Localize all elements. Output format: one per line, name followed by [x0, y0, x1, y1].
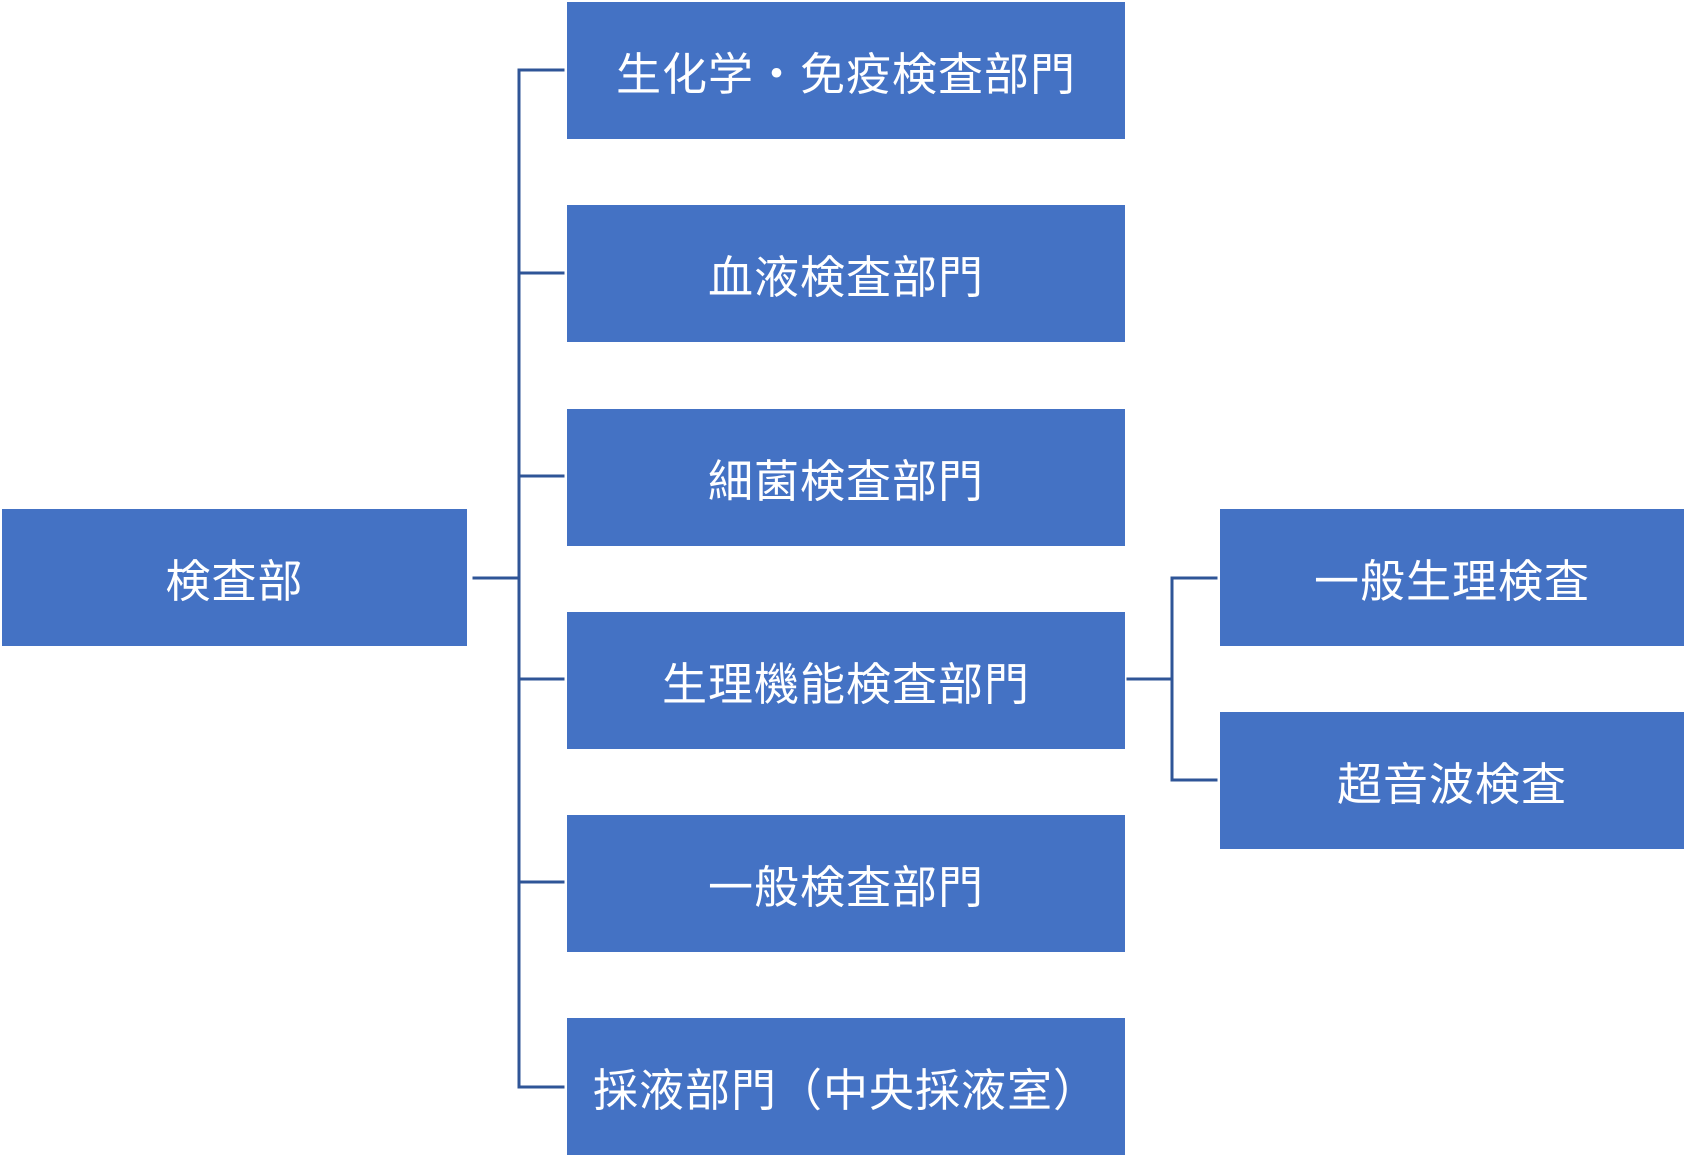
- dept-label: 生理機能検査部門: [661, 658, 1030, 711]
- root-label: 検査部: [165, 555, 304, 608]
- sub-label: 超音波検査: [1336, 758, 1567, 811]
- sub-label: 一般生理検査: [1313, 555, 1590, 608]
- sub-node-general-physiology: 一般生理検査: [1220, 509, 1684, 646]
- dept-node-bacteriology: 細菌検査部門: [567, 409, 1125, 546]
- dept-node-blood-collection: 採液部門（中央採液室）: [567, 1018, 1125, 1155]
- dept-node-general: 一般検査部門: [567, 815, 1125, 952]
- root-node-kensabu: 検査部: [2, 509, 467, 646]
- dept-label: 一般検査部門: [707, 861, 984, 914]
- dept-node-biochem-immunology: 生化学・免疫検査部門: [567, 2, 1125, 139]
- dept-label: 生化学・免疫検査部門: [615, 48, 1076, 101]
- sub-node-ultrasound: 超音波検査: [1220, 712, 1684, 849]
- dept-label: 採液部門（中央採液室）: [592, 1064, 1099, 1117]
- dept-label: 細菌検査部門: [707, 455, 984, 508]
- dept-node-physiology: 生理機能検査部門: [567, 612, 1125, 749]
- dept-label: 血液検査部門: [707, 251, 984, 304]
- dept-node-hematology: 血液検査部門: [567, 205, 1125, 342]
